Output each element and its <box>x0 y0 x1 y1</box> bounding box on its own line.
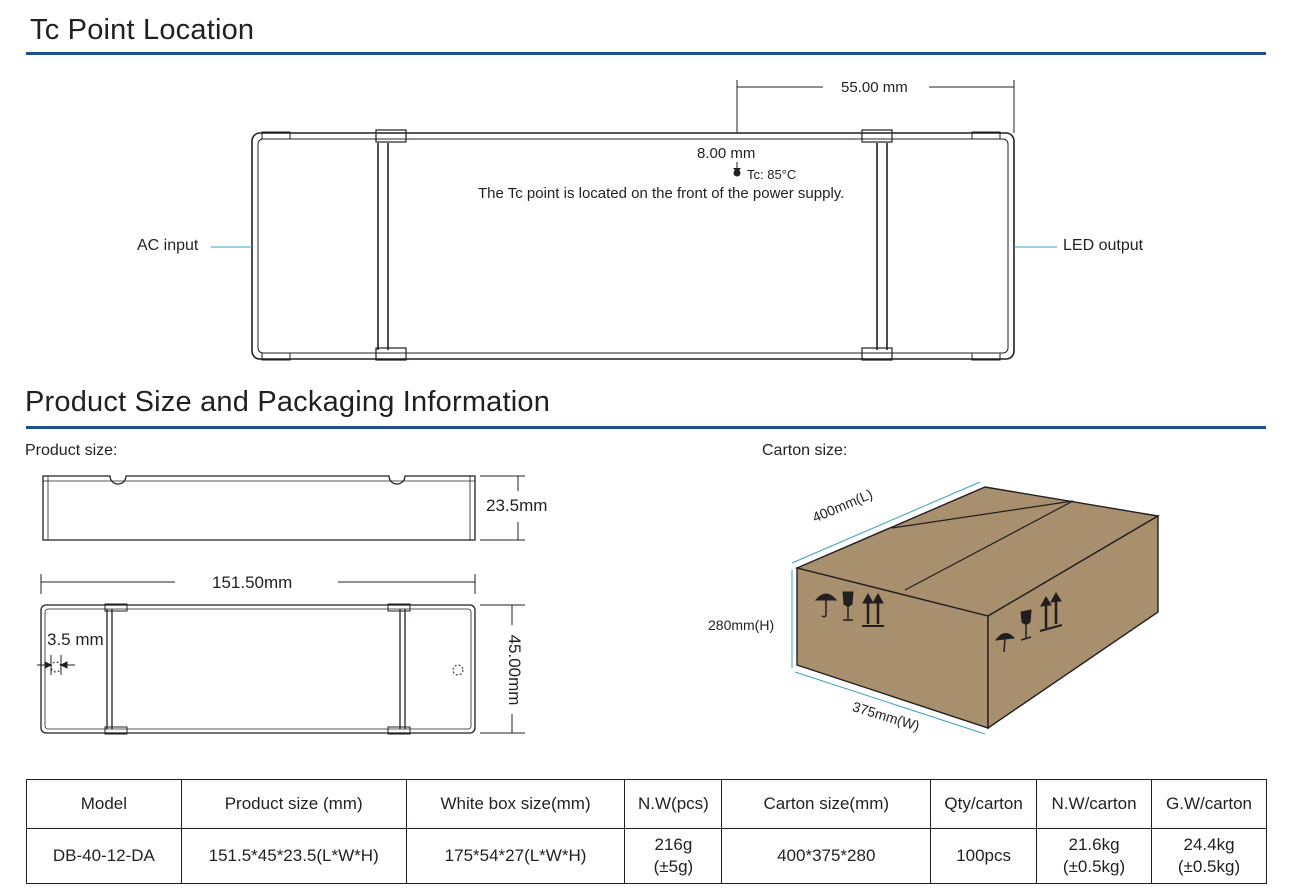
header-nw-pcs: N.W(pcs) <box>624 779 723 829</box>
header-product-size: Product size (mm) <box>180 779 407 829</box>
dim-151-50mm <box>40 574 476 594</box>
dim-3-5mm <box>37 655 75 675</box>
header-qty: Qty/carton <box>930 779 1038 829</box>
header-white-box: White box size(mm) <box>405 779 626 829</box>
section-rule-tc <box>26 52 1266 55</box>
tc-point-marker <box>733 162 741 177</box>
ac-input-label: AC input <box>137 237 199 254</box>
nw-pcs-tolerance: (±5g) <box>653 857 694 876</box>
dim-23-5mm <box>480 475 525 541</box>
cell-gw-carton: 24.4kg (±0.5kg) <box>1151 828 1267 884</box>
cell-white-box: 175*54*27(L*W*H) <box>405 828 626 884</box>
cell-nw-pcs: 216g (±5g) <box>624 828 723 884</box>
header-nw-carton: N.W/carton <box>1036 779 1153 829</box>
cell-nw-carton: 21.6kg (±0.5kg) <box>1036 828 1153 884</box>
width-dim-label: 45.00mm <box>505 634 524 706</box>
nw-carton-tolerance: (±0.5kg) <box>1062 857 1126 876</box>
height-dim-label: 23.5mm <box>486 496 548 515</box>
psu-top-view <box>251 129 1015 361</box>
tc-temp-label: Tc: 85°C <box>747 167 797 182</box>
gw-carton-tolerance: (±0.5kg) <box>1177 857 1241 876</box>
product-size-label: Product size: <box>25 442 118 459</box>
led-output-label: LED output <box>1063 237 1144 254</box>
header-carton-size: Carton size(mm) <box>721 779 932 829</box>
cell-model: DB-40-12-DA <box>26 828 182 884</box>
product-side-view <box>42 475 476 541</box>
carton-side <box>987 514 1159 730</box>
spec-table: Model Product size (mm) White box size(m… <box>26 779 1267 884</box>
dim-55mm-label: 55.00 mm <box>841 79 908 96</box>
cell-carton-size: 400*375*280 <box>721 828 932 884</box>
nw-carton-value: 21.6kg <box>1068 835 1120 854</box>
dim-45mm <box>480 604 525 734</box>
header-gw-carton: G.W/carton <box>1151 779 1267 829</box>
dim-55mm <box>736 80 1015 133</box>
hole-dim-label: 3.5 mm <box>47 630 104 649</box>
section-title-tc: Tc Point Location <box>30 14 255 46</box>
carton-height-label: 280mm(H) <box>708 617 775 633</box>
nw-pcs-value: 216g <box>654 835 693 854</box>
cell-qty: 100pcs <box>930 828 1038 884</box>
header-model: Model <box>26 779 182 829</box>
table-row: DB-40-12-DA 151.5*45*23.5(L*W*H) 175*54*… <box>26 828 1267 884</box>
section-rule-packaging <box>26 426 1266 429</box>
carton-box <box>794 486 1161 730</box>
length-dim-label: 151.50mm <box>212 573 293 592</box>
cell-product-size: 151.5*45*23.5(L*W*H) <box>180 828 407 884</box>
gw-carton-value: 24.4kg <box>1183 835 1235 854</box>
tc-note: The Tc point is located on the front of … <box>478 185 845 202</box>
carton-size-label: Carton size: <box>762 442 848 459</box>
spec-table-header: Model Product size (mm) White box size(m… <box>26 779 1267 829</box>
carton-icons-side <box>994 592 1063 653</box>
dim-8mm-label: 8.00 mm <box>697 145 756 162</box>
carton-icons-front <box>814 591 884 627</box>
carton-dim-lines <box>791 481 986 735</box>
product-top-view <box>40 603 476 735</box>
section-title-packaging: Product Size and Packaging Information <box>25 386 551 418</box>
